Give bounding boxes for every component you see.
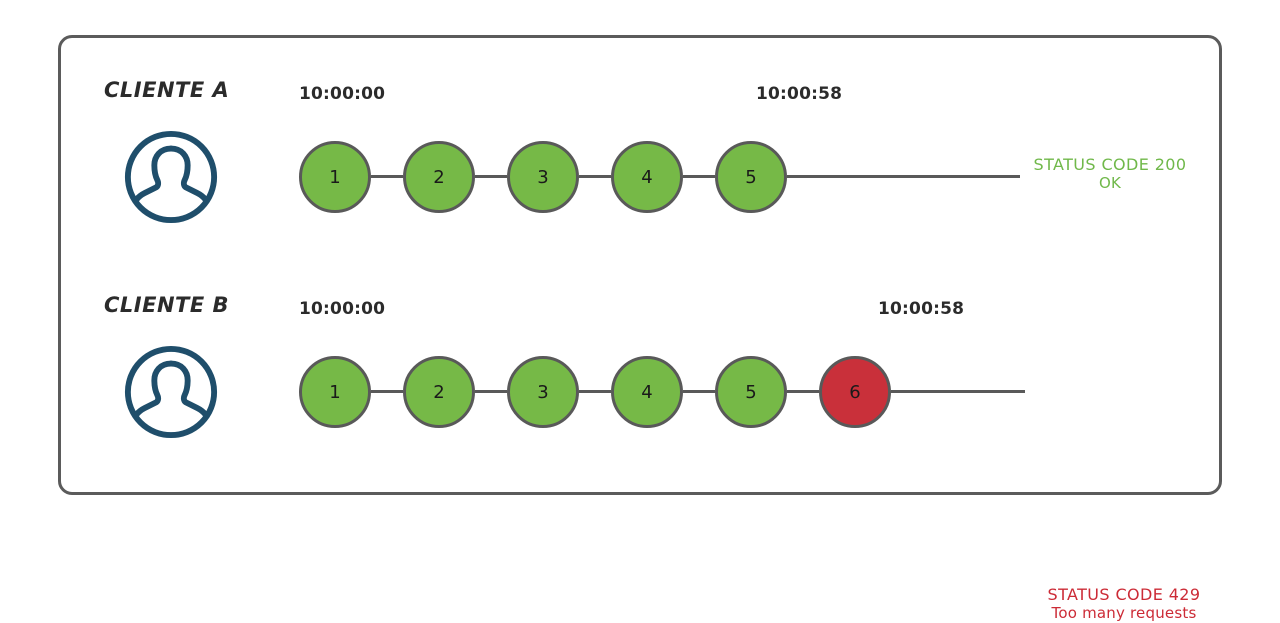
client-label-a: CLIENTE A [104,78,230,102]
status-code-a: STATUS CODE 200 [1033,155,1187,174]
timestamp-end-b: 10:00:58 [878,299,965,319]
request-node[interactable]: 1 [299,356,371,428]
status-code-b: STATUS CODE 429 [1047,585,1201,604]
timestamp-start-a: 10:00:00 [299,84,386,104]
request-node[interactable]: 4 [611,141,683,213]
user-avatar-icon [122,128,220,226]
status-badge-a: STATUS CODE 200 OK [1022,155,1198,193]
request-node[interactable]: 3 [507,356,579,428]
status-badge-b: STATUS CODE 429 Too many requests [1022,585,1226,623]
chain-connector [371,390,403,393]
status-connector-line [787,175,1020,178]
status-connector-line [891,390,1025,393]
request-node[interactable]: 2 [403,356,475,428]
chain-connector [683,390,715,393]
status-message-a: OK [1098,173,1122,192]
request-node[interactable]: 2 [403,141,475,213]
timestamp-end-a: 10:00:58 [756,84,843,104]
user-avatar-icon [122,343,220,441]
chain-connector [475,175,507,178]
chain-connector [683,175,715,178]
request-node[interactable]: 3 [507,141,579,213]
chain-connector [787,390,819,393]
chain-connector [579,390,611,393]
chain-connector [579,175,611,178]
request-node[interactable]: 4 [611,356,683,428]
request-node[interactable]: 5 [715,356,787,428]
client-label-b: CLIENTE B [104,293,230,317]
request-node[interactable]: 5 [715,141,787,213]
request-node[interactable]: 6 [819,356,891,428]
request-node[interactable]: 1 [299,141,371,213]
timestamp-start-b: 10:00:00 [299,299,386,319]
chain-connector [371,175,403,178]
chain-connector [475,390,507,393]
status-message-b: Too many requests [1051,603,1197,622]
